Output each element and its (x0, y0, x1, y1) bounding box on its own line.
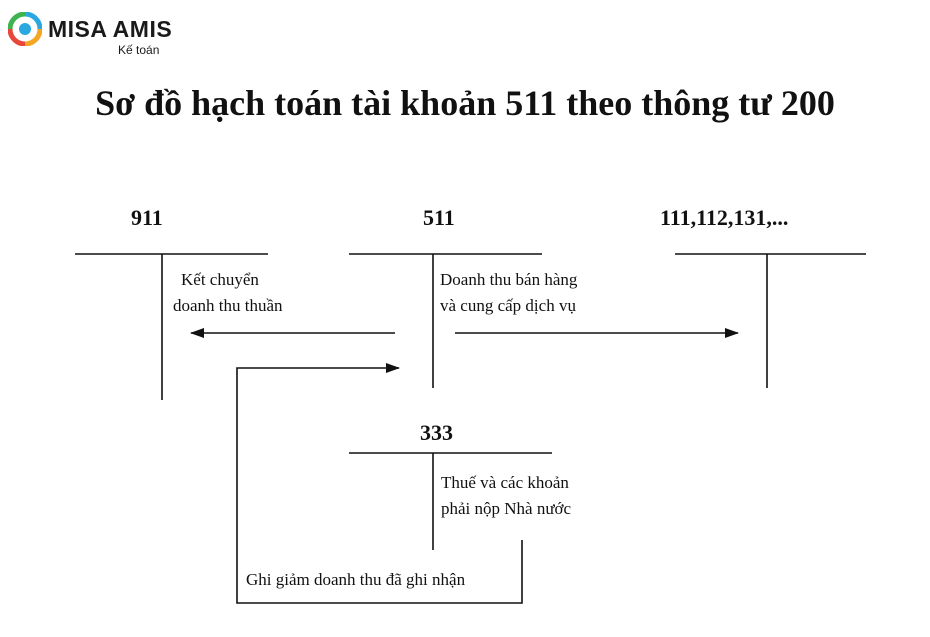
note-doanh-thu-line2: và cung cấp dịch vụ (440, 296, 576, 315)
misa-amis-logo-icon (8, 12, 42, 46)
account-label-511: 511 (423, 205, 455, 230)
note-ghi-giam: Ghi giảm doanh thu đã ghi nhận (246, 570, 466, 589)
note-ket-chuyen-line2: doanh thu thuần (173, 296, 283, 315)
account-label-911: 911 (131, 205, 163, 230)
brand-name: MISA AMIS (48, 16, 173, 42)
note-thue-line1: Thuế và các khoản (441, 473, 569, 492)
note-thue-line2: phải nộp Nhà nước (441, 499, 572, 518)
account-label-333: 333 (420, 420, 453, 445)
account-label-111: 111,112,131,... (660, 205, 788, 230)
arrow-ghi-giam (236, 363, 523, 604)
brand-subtitle: Kế toán (118, 43, 160, 57)
logo: MISA AMIS Kế toán (8, 10, 178, 58)
note-doanh-thu-line1: Doanh thu bán hàng (440, 270, 578, 289)
note-ket-chuyen-line1: Kết chuyển (181, 270, 259, 289)
page-title: Sơ đồ hạch toán tài khoản 511 theo thông… (95, 83, 835, 123)
